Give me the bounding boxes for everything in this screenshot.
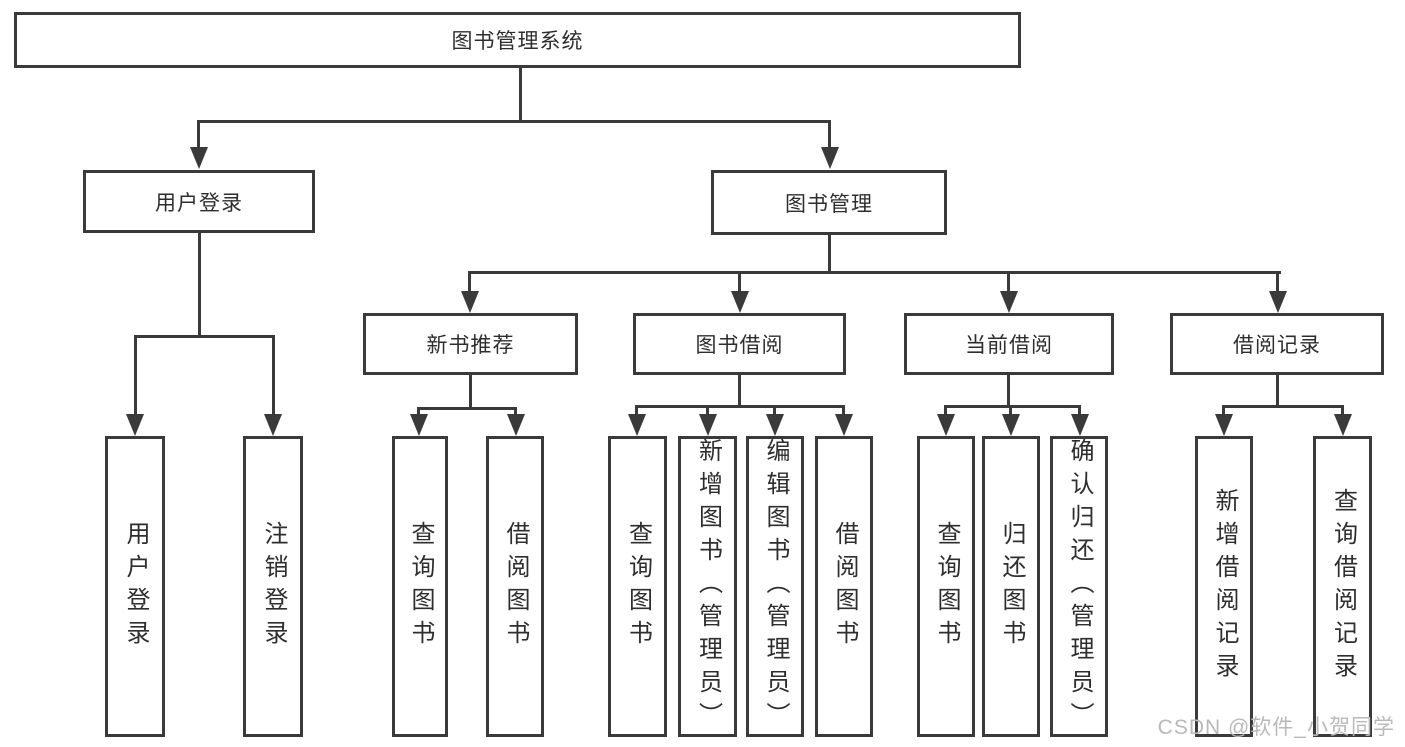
connector-borrow-drop-2 [706, 405, 709, 417]
connector-bookmgmt-rail [468, 271, 1281, 274]
connector-records-rail [1222, 405, 1344, 408]
connector-records-stem [1276, 375, 1279, 408]
arrowhead-down-icon [126, 414, 144, 436]
connector-borrow-drop-3 [773, 405, 776, 417]
arrowhead-down-icon [731, 291, 749, 313]
connector-borrow-rail [635, 405, 845, 408]
node-borrow-records: 借阅记录 [1170, 313, 1384, 375]
connector-userlogin-drop-left [134, 335, 137, 415]
arrowhead-down-icon [937, 414, 955, 436]
leaf-logout: 注销登录 [243, 436, 303, 737]
arrowhead-down-icon [1334, 414, 1352, 436]
leaf-query-borrow-record-label: 查询借阅记录 [1329, 487, 1357, 686]
connector-userlogin-stem [198, 233, 201, 338]
node-book-borrow-label: 图书借阅 [695, 334, 784, 357]
node-new-book-recommend: 新书推荐 [363, 313, 578, 375]
connector-records-drop-1 [1222, 405, 1225, 417]
node-borrow-records-label: 借阅记录 [1233, 334, 1321, 357]
node-root-label: 图书管理系统 [451, 30, 584, 53]
connector-root-drop-left [197, 120, 200, 150]
leaf-return-books-label: 归还图书 [998, 520, 1025, 653]
arrowhead-down-icon [1269, 291, 1287, 313]
node-current-borrow-label: 当前借阅 [965, 334, 1053, 357]
connector-bookmgmt-drop-4 [1276, 271, 1279, 293]
arrowhead-down-icon [1215, 414, 1233, 436]
arrowhead-down-icon [821, 147, 839, 169]
arrowhead-down-icon [835, 414, 853, 436]
arrowhead-down-icon [1002, 414, 1020, 436]
arrowhead-down-icon [264, 414, 282, 436]
leaf-query-books-borrow-label: 查询图书 [624, 520, 652, 653]
leaf-query-books-borrow: 查询图书 [608, 436, 667, 737]
node-new-book-recommend-label: 新书推荐 [426, 334, 515, 357]
leaf-user-login-label: 用户登录 [122, 520, 149, 653]
arrowhead-down-icon [1000, 291, 1018, 313]
arrowhead-down-icon [699, 414, 717, 436]
arrowhead-down-icon [507, 414, 525, 436]
leaf-user-login: 用户登录 [105, 436, 165, 737]
connector-recommend-drop-1 [417, 407, 420, 417]
connector-current-drop-2 [1009, 405, 1012, 417]
connector-bookmgmt-drop-2 [738, 271, 741, 293]
node-user-login: 用户登录 [83, 170, 315, 233]
arrowhead-down-icon [190, 147, 208, 169]
leaf-query-books-recommend: 查询图书 [392, 436, 448, 737]
leaf-edit-books-admin: 编辑图书（管理员） [746, 436, 804, 737]
connector-recommend-drop-2 [514, 407, 517, 417]
leaf-edit-books-admin-label: 编辑图书（管理员） [762, 438, 789, 735]
connector-userlogin-drop-right [272, 335, 275, 415]
leaf-query-borrow-record: 查询借阅记录 [1313, 436, 1372, 737]
leaf-confirm-return-admin-label: 确认归还（管理员） [1066, 438, 1093, 735]
connector-bookmgmt-drop-1 [468, 271, 471, 293]
node-user-login-label: 用户登录 [155, 191, 243, 215]
connector-root-stem [519, 67, 522, 123]
node-book-management-label: 图书管理 [785, 192, 873, 216]
leaf-query-books-current-label: 查询图书 [933, 520, 960, 653]
leaf-add-borrow-record-label: 新增借阅记录 [1211, 487, 1238, 686]
connector-recommend-rail [417, 407, 517, 410]
node-book-management: 图书管理 [711, 170, 947, 235]
connector-current-stem [1007, 375, 1010, 408]
arrowhead-down-icon [1071, 414, 1089, 436]
node-root: 图书管理系统 [14, 12, 1021, 68]
leaf-logout-label: 注销登录 [260, 520, 287, 653]
connector-current-drop-3 [1078, 405, 1081, 417]
leaf-borrow-books: 借阅图书 [815, 436, 873, 737]
leaf-query-books-recommend-label: 查询图书 [407, 520, 434, 653]
node-current-borrow: 当前借阅 [904, 313, 1114, 375]
leaf-borrow-books-label: 借阅图书 [831, 520, 858, 653]
connector-records-drop-2 [1341, 405, 1344, 417]
leaf-add-borrow-record: 新增借阅记录 [1195, 436, 1253, 737]
connector-recommend-stem [469, 375, 472, 410]
connector-current-drop-1 [944, 405, 947, 417]
connector-bookmgmt-stem [828, 235, 831, 274]
connector-userlogin-rail [134, 335, 275, 338]
connector-bookmgmt-drop-3 [1007, 271, 1010, 293]
leaf-confirm-return-admin: 确认归还（管理员） [1050, 436, 1108, 737]
connector-borrow-stem [738, 375, 741, 408]
connector-current-rail [944, 405, 1081, 408]
node-book-borrow: 图书借阅 [633, 313, 846, 375]
connector-root-rail [197, 120, 831, 123]
connector-borrow-drop-1 [635, 405, 638, 417]
leaf-add-books-admin: 新增图书（管理员） [678, 436, 737, 737]
connector-root-drop-right [828, 120, 831, 150]
arrowhead-down-icon [766, 414, 784, 436]
leaf-borrow-books-recommend-label: 借阅图书 [502, 520, 529, 653]
leaf-return-books: 归还图书 [982, 436, 1040, 737]
arrowhead-down-icon [628, 414, 646, 436]
leaf-borrow-books-recommend: 借阅图书 [486, 436, 544, 737]
connector-borrow-drop-4 [842, 405, 845, 417]
arrowhead-down-icon [461, 291, 479, 313]
arrowhead-down-icon [410, 414, 428, 436]
leaf-query-books-current: 查询图书 [917, 436, 975, 737]
leaf-add-books-admin-label: 新增图书（管理员） [694, 438, 722, 735]
